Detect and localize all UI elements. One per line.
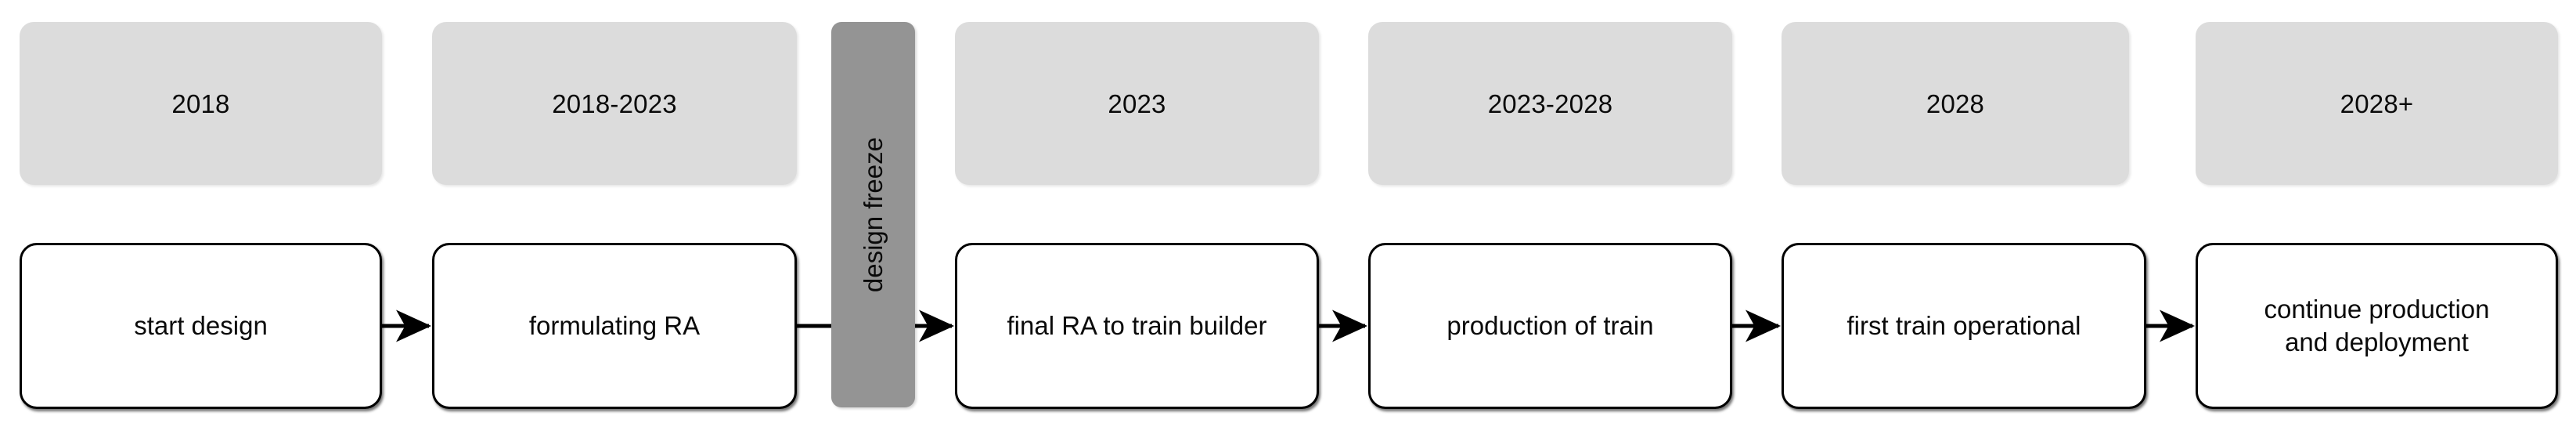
period-label: 2028+ (2340, 89, 2414, 118)
step-box-first-train-operational[interactable]: first train operational (1782, 243, 2146, 409)
step-box-production-of-train[interactable]: production of train (1368, 243, 1732, 409)
step-box-formulating-ra[interactable]: formulating RA (432, 243, 797, 409)
period-box-2018-2023[interactable]: 2018-2023 (432, 22, 797, 185)
step-label: final RA to train builder (1007, 310, 1267, 340)
period-box-2028[interactable]: 2028 (1782, 22, 2129, 185)
milestone-label: design freeze (859, 136, 888, 293)
period-box-2028-plus[interactable]: 2028+ (2196, 22, 2558, 185)
step-box-start-design[interactable]: start design (20, 243, 382, 409)
period-box-2023[interactable]: 2023 (955, 22, 1319, 185)
period-label: 2023-2028 (1487, 89, 1613, 118)
period-label: 2028 (1926, 89, 1985, 118)
period-box-2018[interactable]: 2018 (20, 22, 382, 185)
step-label: start design (134, 310, 268, 340)
period-box-2023-2028[interactable]: 2023-2028 (1368, 22, 1732, 185)
step-label: first train operational (1846, 310, 2081, 340)
milestone-design-freeze[interactable]: design freeze (831, 22, 915, 407)
step-label: continue production and deployment (2264, 294, 2490, 356)
period-label: 2018-2023 (552, 89, 677, 118)
step-label: production of train (1447, 310, 1654, 340)
period-label: 2018 (171, 89, 230, 118)
step-label: formulating RA (528, 310, 701, 340)
step-box-final-ra-to-train-builder[interactable]: final RA to train builder (955, 243, 1319, 409)
step-box-continue-production-and-deployment[interactable]: continue production and deployment (2196, 243, 2558, 409)
period-label: 2023 (1108, 89, 1166, 118)
